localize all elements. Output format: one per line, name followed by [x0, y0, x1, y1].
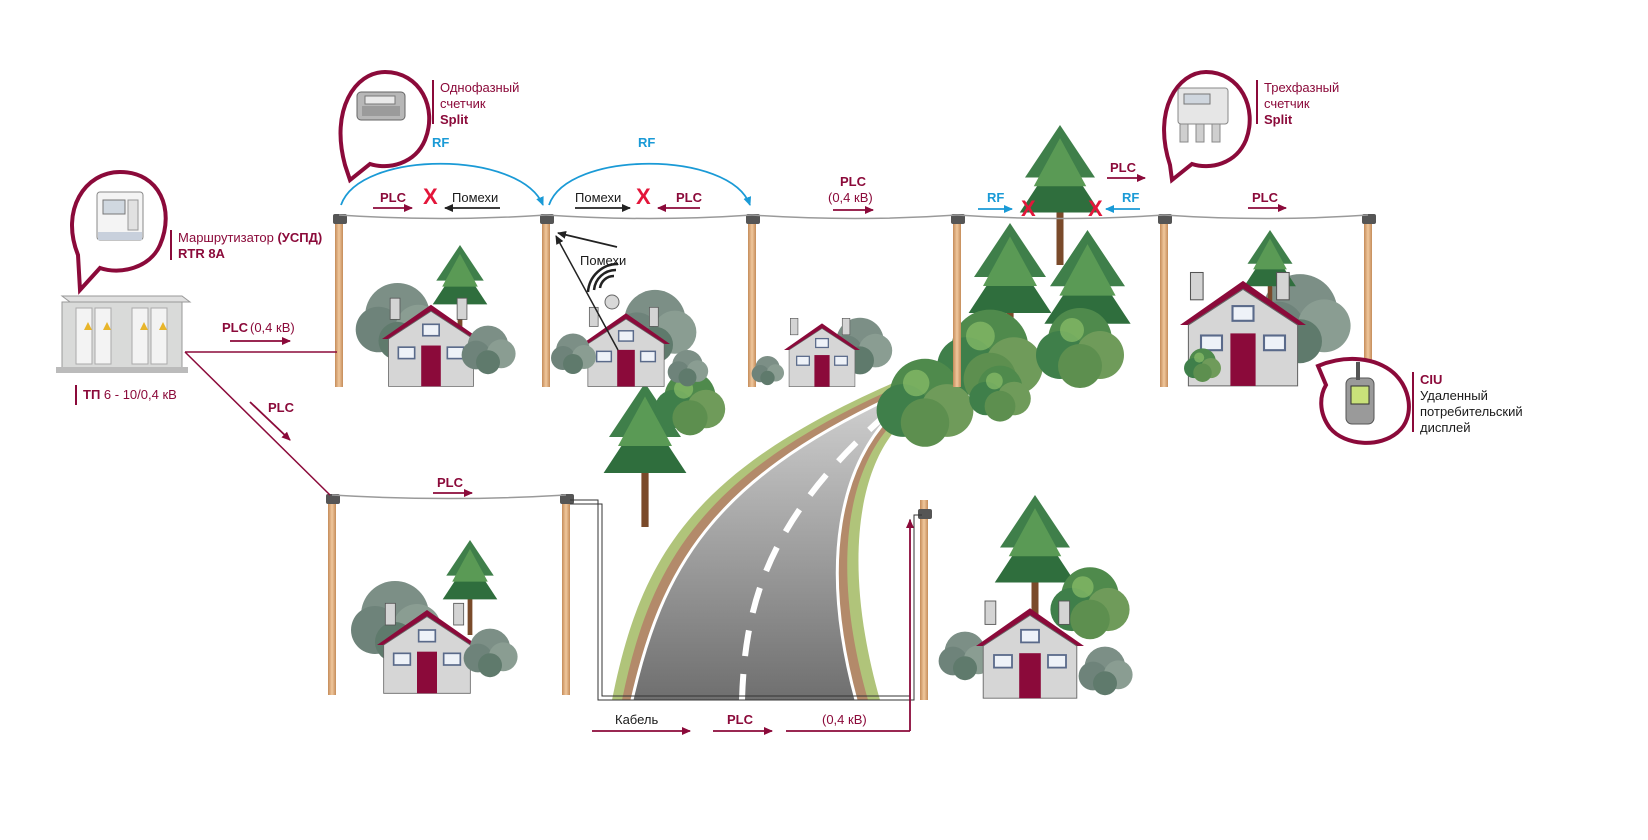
road-icon — [612, 380, 905, 701]
caption-line: Split — [1264, 112, 1293, 127]
caption-bold: ТП — [83, 387, 101, 402]
caption-line: Удаленный — [1420, 388, 1488, 403]
cable-label: Кабель — [615, 712, 659, 727]
plc-label: PLC — [437, 475, 463, 490]
noise-label: Помехи — [580, 253, 627, 268]
ciu-callout — [1315, 356, 1411, 445]
blocked-mark: X — [1088, 196, 1103, 221]
three-phase-meter-icon — [1177, 87, 1229, 143]
plc-label: PLC — [840, 174, 866, 189]
single-phase-meter-icon — [356, 91, 406, 121]
blocked-mark: X — [1021, 196, 1036, 221]
voltage-label: (0,4 кВ) — [828, 190, 873, 205]
caption-line: 6 - 10/0,4 кВ — [100, 387, 177, 402]
caption-line: дисплей — [1420, 420, 1471, 435]
router-caption: Маршрутизатор (УСПД) RTR 8A — [178, 230, 322, 262]
caption-line: счетчик — [1264, 96, 1310, 111]
power-pole-icon — [328, 215, 1372, 700]
caption-line: Трехфазный — [1264, 80, 1340, 95]
substation-caption: ТП 6 - 10/0,4 кВ — [83, 387, 177, 403]
noise-label: Помехи — [575, 190, 622, 205]
single-phase-meter-caption: Однофазный счетчик Split — [440, 80, 519, 128]
display-device-icon — [1345, 362, 1375, 425]
caption-line: Split — [440, 112, 469, 127]
substation-icon — [56, 295, 192, 373]
rf-label: RF — [987, 190, 1005, 205]
plc-label: PLC — [1252, 190, 1278, 205]
caption-line: Однофазный — [440, 80, 520, 95]
plc-label: PLC — [727, 712, 753, 727]
house-icon — [381, 297, 481, 388]
caption-bold: (УСПД) — [277, 230, 323, 245]
caption-line: счетчик — [440, 96, 486, 111]
blocked-mark: X — [423, 184, 438, 209]
ciu-caption: CIU Удаленный потребительский дисплей — [1420, 372, 1523, 436]
voltage-label: (0,4 кВ) — [250, 320, 295, 335]
plc-label: PLC — [380, 190, 406, 205]
blocked-mark: X — [636, 184, 651, 209]
router-callout — [70, 169, 168, 295]
router-device-icon — [96, 191, 144, 241]
caption-line: потребительский — [1420, 404, 1523, 419]
antenna-icon — [586, 262, 620, 310]
caption-line: Маршрутизатор — [178, 230, 278, 245]
noise-label: Помехи — [452, 190, 499, 205]
rf-label: RF — [638, 135, 656, 150]
rf-label: RF — [432, 135, 450, 150]
caption-line: RTR 8A — [178, 246, 225, 261]
three-phase-meter-caption: Трехфазный счетчик Split — [1264, 80, 1339, 128]
plc-label: PLC — [676, 190, 702, 205]
three-phase-callout — [1162, 69, 1252, 184]
rf-label: RF — [1122, 190, 1140, 205]
single-phase-callout — [338, 69, 432, 184]
plc-label: PLC — [268, 400, 294, 415]
voltage-label: (0,4 кВ) — [822, 712, 867, 727]
plc-label: PLC — [1110, 160, 1136, 175]
caption-line: CIU — [1420, 372, 1443, 387]
power-lines — [331, 214, 1369, 500]
plc-label: PLC — [222, 320, 248, 335]
